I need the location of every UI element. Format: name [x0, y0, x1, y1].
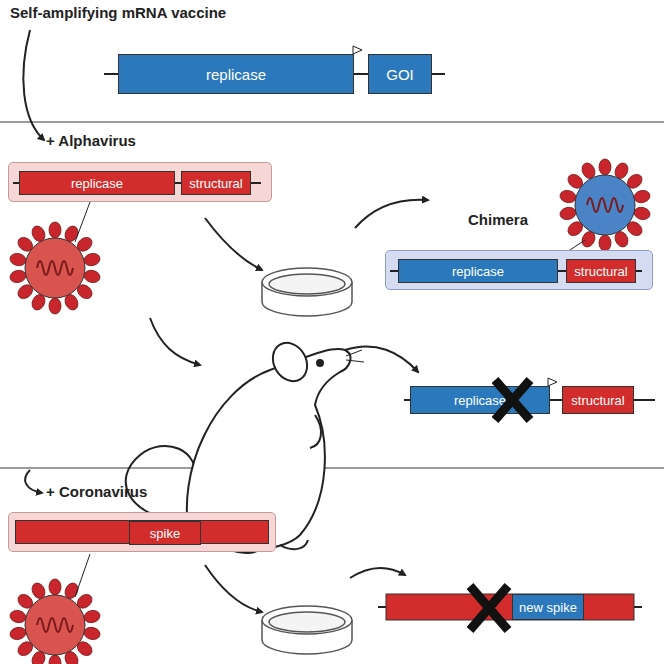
promoter-flag: [353, 46, 362, 54]
section-label: + Coronavirus: [46, 483, 147, 500]
arrow: [150, 318, 200, 365]
gene-box: structural: [181, 171, 251, 195]
gene-label: replicase: [71, 176, 123, 191]
gene-label: GOI: [386, 66, 414, 83]
arrow: [25, 470, 42, 493]
gene-label: structural: [189, 176, 242, 191]
gene-box: replicase: [19, 171, 175, 195]
arrow: [355, 200, 428, 228]
promoter-flag: [548, 378, 557, 386]
genome-panel: spike: [8, 512, 276, 552]
panel-heading: Chimera: [468, 211, 528, 228]
gene-box: structural: [562, 386, 634, 414]
arrow: [205, 565, 262, 612]
arrow: [23, 30, 44, 140]
gene-label: new spike: [519, 600, 577, 615]
gene-box: GOI: [368, 54, 432, 94]
gene-box: replicase: [118, 54, 354, 94]
gene-label: structural: [574, 264, 627, 279]
gene-label: replicase: [206, 66, 266, 83]
gene-segment: new spike: [512, 594, 584, 620]
gene-segment: spike: [129, 521, 201, 545]
separator: [0, 121, 664, 123]
coronavirus-genome: [386, 594, 634, 620]
arrow: [205, 218, 262, 270]
arrow: [350, 568, 405, 578]
coronavirus-particle: [9, 579, 101, 664]
gene-label: spike: [150, 526, 180, 541]
section-title: Self-amplifying mRNA vaccine: [10, 4, 226, 21]
genome-panel: replicase structural: [8, 162, 272, 202]
gene-box: replicase: [398, 259, 558, 283]
culture-dish: [262, 268, 352, 316]
gene-label: structural: [571, 393, 624, 408]
gene-box: structural: [566, 259, 636, 283]
separator: [0, 467, 664, 469]
section-label: + Alphavirus: [46, 132, 136, 149]
cross-mark: [470, 586, 508, 630]
chimera-particle: [559, 159, 651, 251]
leader-line: [75, 554, 90, 597]
gene-label: replicase: [454, 393, 506, 408]
culture-dish: [262, 606, 352, 654]
arrow: [345, 346, 418, 372]
genome-panel: Chimerareplicasestructural: [385, 250, 653, 290]
gene-box: replicase: [410, 386, 550, 414]
leader-line: [570, 240, 585, 250]
gene-label: replicase: [452, 264, 504, 279]
alphavirus-particle: [9, 222, 101, 314]
leader-line: [75, 202, 90, 242]
